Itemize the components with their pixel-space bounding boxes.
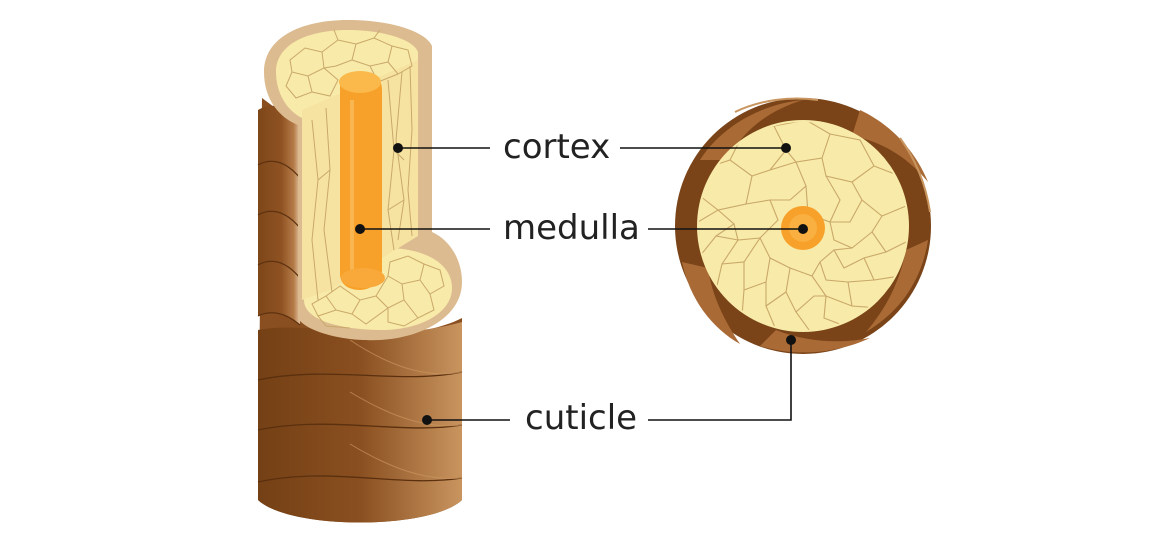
cortex-cells-top — [285, 29, 413, 99]
cuticle-scales-upper — [257, 105, 301, 326]
medulla-dot-right — [798, 224, 808, 234]
cuticle-dot-right — [786, 335, 796, 345]
label-cuticle: cuticle — [525, 398, 638, 438]
cortex-dot-left — [393, 143, 403, 153]
cortex-fibers — [311, 65, 413, 301]
cuticle-leader-right — [648, 340, 792, 421]
cortex-cells-bottom — [311, 255, 445, 329]
cortex-dot-right — [781, 143, 791, 153]
medulla-column — [339, 71, 385, 291]
label-medulla: medulla — [503, 208, 640, 248]
cuticle-scales-lower — [257, 322, 463, 523]
cuticle-dot-left — [422, 415, 432, 425]
leader-lines — [360, 147, 803, 421]
label-cortex: cortex — [503, 127, 611, 167]
hair-shaft — [257, 20, 463, 523]
cross-cuticle-scales — [682, 97, 931, 353]
medulla-dot-left — [355, 224, 365, 234]
leader-dots — [355, 143, 808, 425]
